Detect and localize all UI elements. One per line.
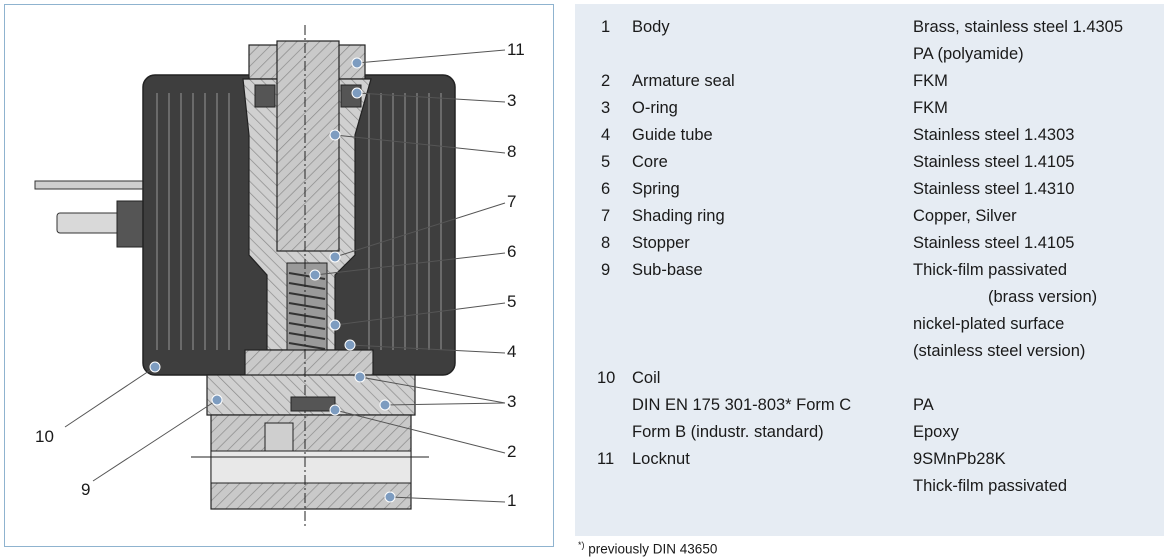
part-name: Locknut	[632, 450, 690, 468]
material: FKM	[913, 72, 948, 90]
row-number: 8	[601, 234, 611, 252]
part-name: Body	[632, 18, 670, 36]
part-name: Form B (industr. standard)	[632, 423, 824, 441]
connector-pins	[34, 180, 146, 248]
materials-table: 1 Body Brass, stainless steel 1.4305 PA …	[575, 4, 1164, 536]
callout-label: 5	[507, 292, 516, 311]
footnote-text: previously DIN 43650	[588, 541, 718, 557]
core-assembly	[242, 40, 374, 381]
material: Thick-film passivated	[913, 261, 1068, 279]
material: Thick-film passivated	[913, 477, 1068, 495]
material: Stainless steel 1.4303	[913, 126, 1075, 144]
row-number: 3	[601, 99, 611, 117]
material: Brass, stainless steel 1.4305	[913, 18, 1124, 36]
part-name: DIN EN 175 301-803* Form C	[632, 396, 852, 414]
part-name: Core	[632, 153, 668, 171]
material: nickel-plated surface	[913, 315, 1065, 333]
material: Copper, Silver	[913, 207, 1017, 225]
callout-label: 7	[507, 192, 516, 211]
footnote: *) previously DIN 43650	[578, 540, 717, 557]
part-name: Armature seal	[632, 72, 735, 90]
material: (brass version)	[988, 288, 1098, 306]
callout-label: 11	[507, 40, 525, 59]
callout-label: 6	[507, 242, 516, 261]
callouts	[64, 49, 506, 503]
callout-labels: 11 3 8 7 6 5 4 3 2 1 10 9	[35, 40, 525, 510]
part-name: Shading ring	[632, 207, 725, 225]
callout-label: 1	[507, 491, 516, 510]
part-name: Guide tube	[632, 126, 713, 144]
valve-cross-section: 11 3 8 7 6 5 4 3 2 1 10 9	[34, 25, 525, 527]
callout-label: 3	[507, 91, 516, 110]
callout-label: 9	[81, 480, 90, 499]
row-number: 11	[597, 450, 615, 468]
part-name: O-ring	[632, 99, 678, 117]
material: PA	[913, 396, 934, 414]
part-name: Sub-base	[632, 261, 703, 279]
row-number: 9	[601, 261, 611, 279]
material: (stainless steel version)	[913, 342, 1086, 360]
valve-body	[191, 25, 429, 527]
row-number: 1	[601, 18, 611, 36]
callout-dots	[149, 57, 396, 503]
material: 9SMnPb28K	[913, 450, 1006, 468]
footnote-marker: *)	[578, 540, 585, 550]
diagram-frame: 11 3 8 7 6 5 4 3 2 1 10 9	[4, 4, 554, 547]
part-name: Coil	[632, 369, 661, 387]
row-number: 4	[601, 126, 611, 144]
callout-label: 2	[507, 442, 516, 461]
material: Stainless steel 1.4105	[913, 153, 1075, 171]
callout-label: 8	[507, 142, 516, 161]
row-number: 7	[601, 207, 611, 225]
material: Stainless steel 1.4105	[913, 234, 1075, 252]
callout-label: 4	[507, 342, 516, 361]
material: Epoxy	[913, 423, 959, 441]
callout-label: 10	[35, 427, 54, 446]
material: PA (polyamide)	[913, 45, 1024, 63]
part-name: Stopper	[632, 234, 690, 252]
row-number: 6	[601, 180, 611, 198]
material: Stainless steel 1.4310	[913, 180, 1075, 198]
material: FKM	[913, 99, 948, 117]
callout-label: 3	[507, 392, 516, 411]
row-number: 2	[601, 72, 611, 90]
row-number: 5	[601, 153, 611, 171]
row-number: 10	[597, 369, 616, 387]
part-name: Spring	[632, 180, 680, 198]
